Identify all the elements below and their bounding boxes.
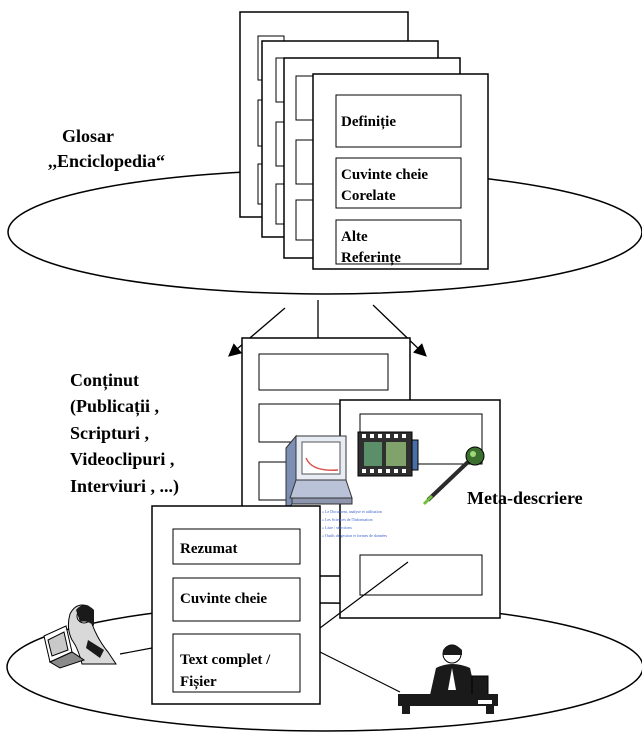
user-laptop-icon (43, 604, 117, 669)
user-desk-icon (398, 644, 498, 714)
keywords-label-line1: Cuvinte cheie (341, 167, 428, 183)
glossary-card-stack: Definiție Cuvinte cheie Corelate Alte Re… (239, 11, 489, 270)
doc-keywords-field (172, 577, 301, 622)
microphone-icon (422, 446, 485, 506)
link-item[interactable]: » Les Sciences de l'Information (322, 517, 372, 522)
references-field (335, 219, 462, 265)
arrow-right (372, 304, 427, 357)
glossary-title-line1: Glosar (62, 126, 114, 146)
connector-lines (119, 561, 409, 693)
summary-field (172, 528, 301, 565)
references-label-line2: Referințe (341, 250, 401, 266)
content-title-line4: Videoclipuri , (70, 449, 174, 469)
arrow-left (228, 307, 286, 357)
link-item[interactable]: » Le Document, analyse et utilisation (322, 509, 382, 515)
fulltext-label-line1: Text complet / (180, 652, 271, 668)
references-label-line1: Alte (341, 229, 368, 245)
keywords-label-line2: Corelate (341, 188, 396, 204)
content-title-line5: Interviuri , ...) (70, 476, 179, 497)
fulltext-field (172, 633, 301, 693)
definition-label: Definiție (341, 114, 396, 130)
monitor-icon (285, 434, 353, 512)
doc-keywords-label: Cuvinte cheie (180, 591, 267, 607)
fulltext-label-line2: Fișier (180, 674, 217, 690)
content-title-line1: Conținut (70, 370, 139, 391)
glossary-title-line2: ,,Enciclopedia“ (48, 151, 165, 171)
link-item[interactable]: » Liste / sélections (322, 525, 352, 530)
film-strip-icon (357, 431, 419, 477)
link-item[interactable]: » Outils de gestion et formes de données (322, 533, 387, 538)
related-keywords-field (335, 157, 462, 209)
summary-label: Rezumat (180, 541, 237, 557)
links-list: » Le Document, analyse et utilisation » … (322, 509, 387, 538)
content-title-line3: Scripturi , (70, 423, 149, 443)
users-ellipse (6, 602, 642, 732)
content-title-line2: (Publicații , (70, 396, 159, 417)
definition-field (335, 94, 462, 148)
meta-description-label: Meta-descriere (467, 488, 583, 508)
